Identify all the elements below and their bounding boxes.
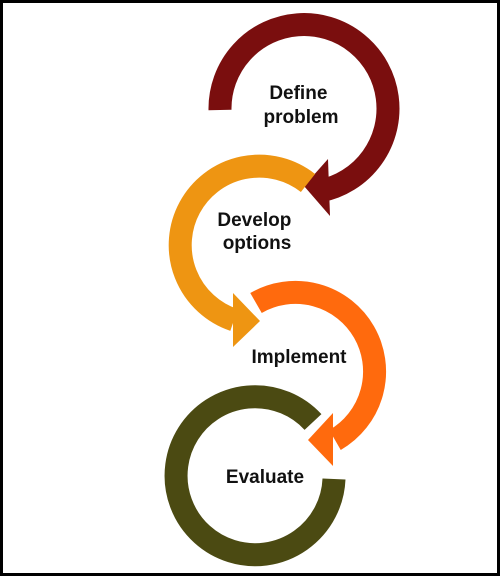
evaluate-label-line-1: Evaluate bbox=[226, 467, 304, 488]
implement-label-line-1: Implement bbox=[251, 347, 347, 368]
step-evaluate: Evaluate bbox=[164, 385, 346, 567]
evaluate-label: Evaluate bbox=[226, 467, 304, 488]
step-implement: Implement bbox=[250, 280, 387, 466]
define-label: Define problem bbox=[264, 83, 339, 128]
define-label-line-1: Define bbox=[269, 83, 327, 104]
process-cycle-diagram: Define problem Develop options Implement bbox=[164, 13, 400, 567]
step-define: Define problem bbox=[208, 13, 400, 216]
define-arrowhead-icon bbox=[304, 159, 330, 216]
define-arc bbox=[208, 13, 400, 203]
implement-arc bbox=[250, 280, 387, 450]
develop-arrowhead-icon bbox=[233, 293, 260, 347]
develop-label-line-2: options bbox=[223, 233, 292, 254]
implement-label: Implement bbox=[251, 347, 347, 368]
step-develop: Develop options bbox=[168, 154, 316, 347]
evaluate-arc bbox=[164, 385, 346, 567]
define-label-line-2: problem bbox=[264, 107, 339, 128]
implement-arrowhead-icon bbox=[308, 413, 333, 466]
develop-label: Develop options bbox=[217, 210, 296, 254]
develop-label-line-1: Develop bbox=[217, 210, 291, 231]
develop-arc bbox=[168, 154, 316, 331]
